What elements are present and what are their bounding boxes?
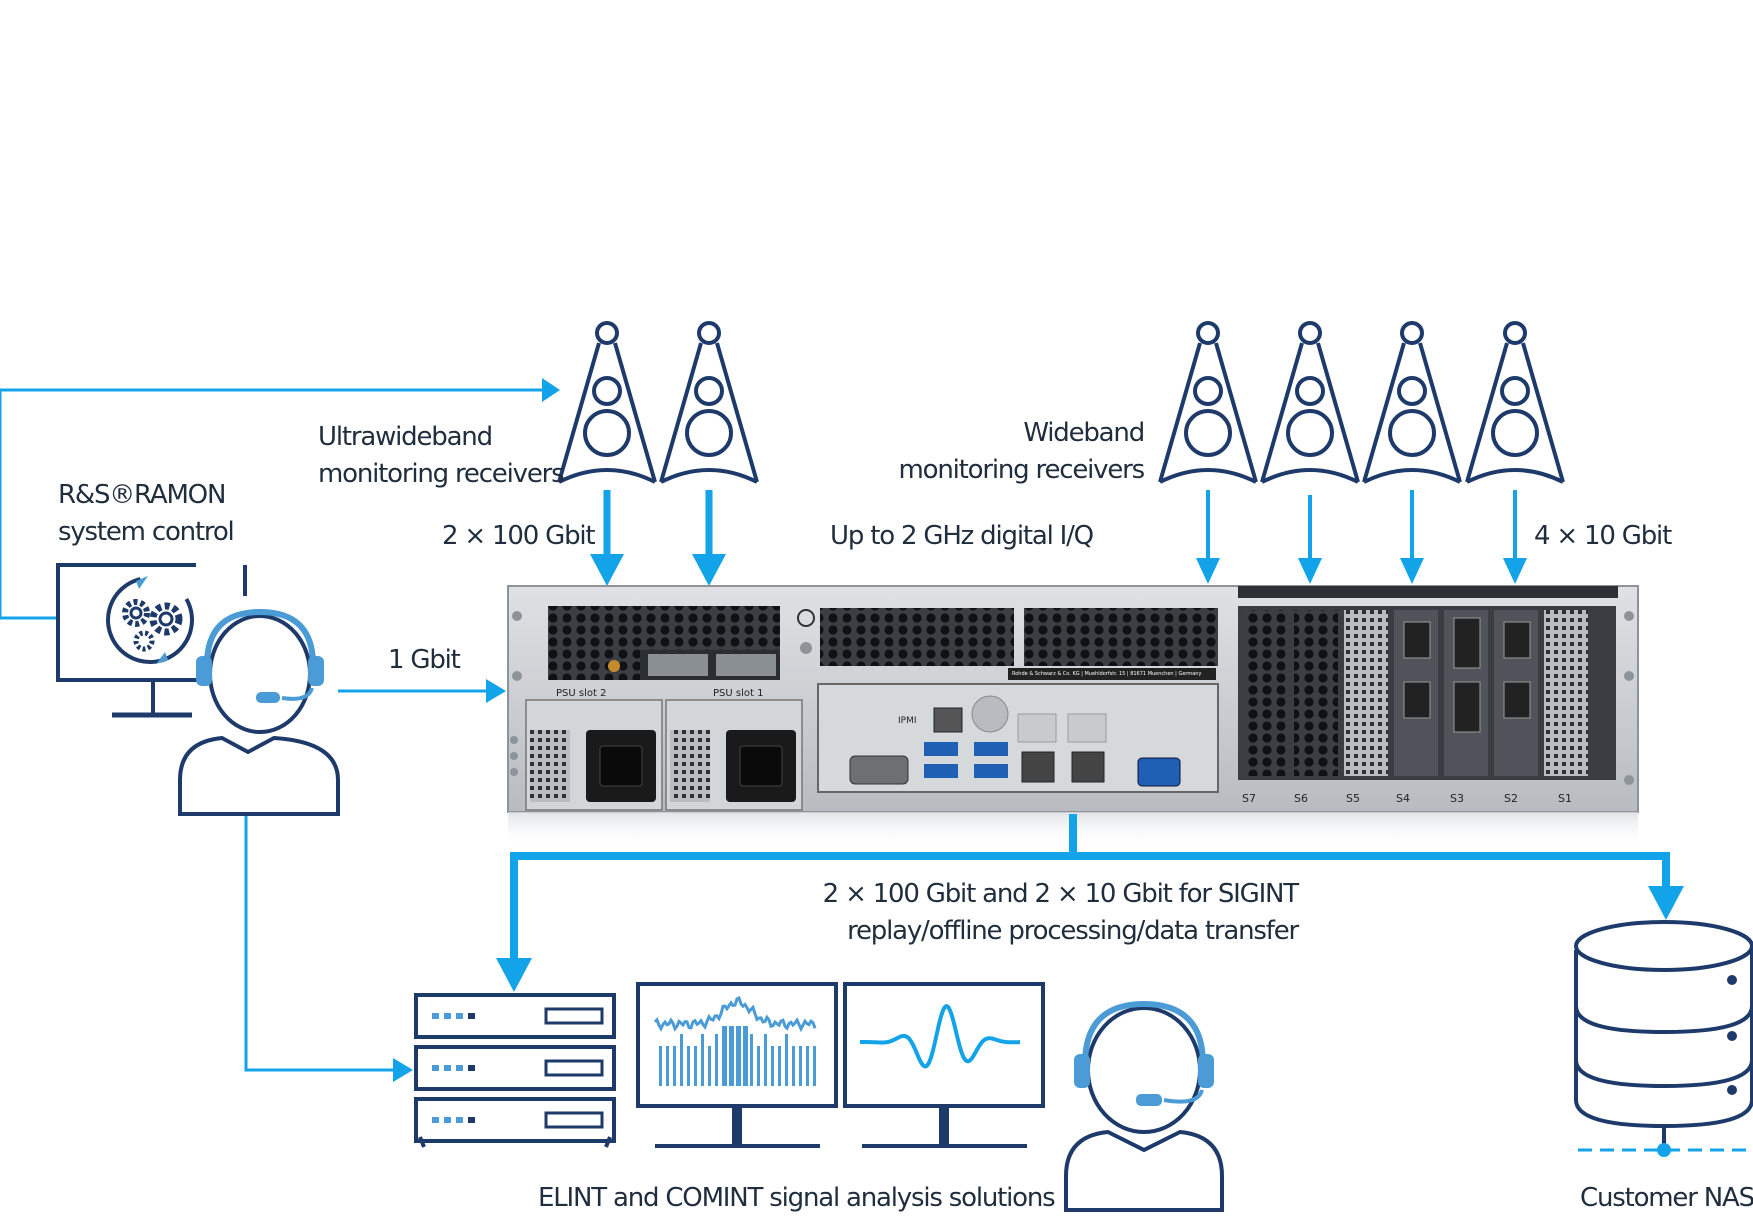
nas-network-line (1578, 975, 1753, 1157)
spectrum-bar (771, 1046, 774, 1086)
spectrum-bar (666, 1046, 669, 1086)
spectrum-bar (799, 1046, 802, 1086)
ramon-title: R&S®RAMON system control (58, 477, 235, 551)
slot-label: S5 (1346, 792, 1360, 805)
psu-slot-1 (665, 699, 803, 811)
nas-database-icon (1574, 920, 1753, 1150)
spectrum-bar (785, 1034, 788, 1086)
ramon-monitor (56, 563, 247, 718)
ramon-title-line1: R&S®RAMON (58, 480, 226, 510)
antenna-icon (1260, 321, 1360, 484)
uwb-label-line1: Ultrawideband (318, 422, 493, 452)
spectrum-bar (722, 1026, 727, 1086)
antenna-icon (1362, 321, 1462, 484)
antenna-icon (1465, 321, 1565, 484)
control-rate-label: 1 Gbit (388, 645, 461, 675)
sigint-label: 2 × 100 Gbit and 2 × 10 Gbit for SIGINT … (780, 876, 1300, 950)
spectrum-bar (715, 1034, 718, 1086)
spectrum-monitor-icon (636, 982, 838, 1148)
wb-receivers-label: Wideband monitoring receivers (860, 415, 1146, 489)
uwb-rate-label: 2 × 100 Gbit (442, 521, 596, 551)
ramon-operator-icon (178, 608, 340, 816)
analysis-label: ELINT and COMINT signal analysis solutio… (538, 1183, 1056, 1213)
spectrum-bar (813, 1046, 816, 1086)
spectrum-bar (694, 1046, 697, 1086)
sigint-label-line2: replay/offline processing/data transfer (847, 916, 1299, 946)
slot-label: S6 (1294, 792, 1308, 805)
psu-slot-2-label: PSU slot 2 (556, 688, 607, 699)
expansion-slots (1238, 586, 1618, 780)
spectrum-bar (806, 1046, 809, 1086)
psu-slot-1-label: PSU slot 1 (713, 688, 764, 699)
spectrum-bar (750, 1034, 753, 1086)
antenna-icon (659, 321, 759, 484)
gears-icon (106, 576, 194, 664)
spectrum-bar (673, 1046, 676, 1086)
wb-label-line1: Wideband (1023, 418, 1145, 448)
receiver-arrows (590, 490, 1527, 586)
server-rear-panel (507, 585, 1639, 848)
uwb-label-line2: monitoring receivers (318, 459, 565, 489)
spectrum-bar (743, 1026, 748, 1086)
control-link-to-analysis (244, 815, 413, 1082)
analyst-operator-icon (1064, 1000, 1224, 1212)
ramon-title-line2: system control (58, 517, 235, 547)
server-led-dots (432, 1013, 475, 1123)
antennas (557, 321, 1565, 484)
spectrum-bar (736, 1026, 741, 1086)
ipmi-label: IPMI (898, 716, 917, 726)
slot-label: S7 (1242, 792, 1256, 805)
one-gbit-arrow (338, 679, 506, 703)
manufacturer-plate: Rohde & Schwarz & Co. KG | Muehldorfstr.… (1012, 671, 1202, 677)
spectrum-bar (757, 1046, 760, 1086)
antenna-icon (557, 321, 657, 484)
wb-label-line2: monitoring receivers (898, 455, 1146, 485)
spectrum-bar (708, 1046, 711, 1086)
sigint-label-line1: 2 × 100 Gbit and 2 × 10 Gbit for SIGINT (822, 879, 1300, 909)
spectrum-bar (680, 1034, 683, 1086)
spectrum-bar (729, 1026, 734, 1086)
sigint-data-bus (496, 814, 1684, 992)
wb-rate-label: 4 × 10 Gbit (1534, 521, 1672, 551)
slot-label: S2 (1504, 792, 1518, 805)
spectrum-bars (659, 1026, 816, 1086)
spectrum-bar (764, 1034, 767, 1086)
slot-label: S3 (1450, 792, 1464, 805)
slot-label: S1 (1558, 792, 1572, 805)
spectrum-bar (659, 1046, 662, 1086)
iq-rate-label: Up to 2 GHz digital I/Q (830, 521, 1094, 551)
antenna-icon (1158, 321, 1258, 484)
uwb-receivers-label: Ultrawideband monitoring receivers (318, 419, 565, 493)
waveform-trace (860, 1004, 1020, 1069)
spectrum-bar (687, 1046, 690, 1086)
control-link-to-receivers (0, 378, 560, 620)
spectrum-bar (792, 1046, 795, 1086)
psu-slot-2 (525, 699, 663, 811)
nas-label: Customer NAS (1580, 1183, 1753, 1213)
waveform-monitor-icon (843, 982, 1045, 1148)
spectrum-bar (701, 1034, 704, 1086)
io-shield (817, 683, 1219, 793)
slot-label: S4 (1396, 792, 1410, 805)
spectrum-bar (778, 1046, 781, 1086)
spectrum-trace (653, 995, 817, 1033)
